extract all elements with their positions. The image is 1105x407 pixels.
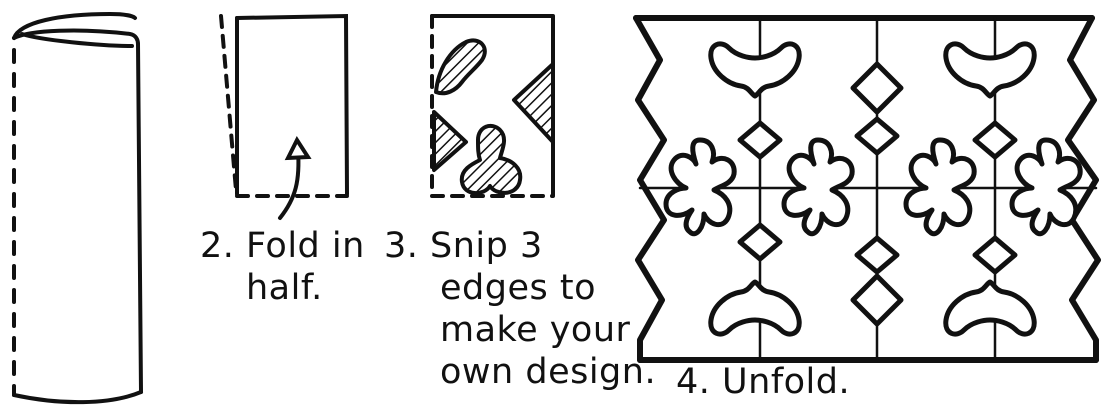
step-3-label-line-4: own design. <box>440 352 656 392</box>
step-4-unfolded-paper <box>636 18 1098 360</box>
step-4-label: 4. Unfold. <box>676 362 850 402</box>
step-1-rolled-paper <box>14 14 141 402</box>
step-3-label-line-1: 3. Snip 3 <box>384 226 543 266</box>
step-2-label-line-2: half. <box>246 268 323 308</box>
step-3-label-line-2: edges to <box>440 268 596 308</box>
step-3-snipped-paper <box>432 16 553 196</box>
step-2-folded-paper <box>221 16 347 218</box>
step-2-label-line-1: 2. Fold in <box>200 226 365 266</box>
step-3-label-line-3: make your <box>440 310 630 350</box>
